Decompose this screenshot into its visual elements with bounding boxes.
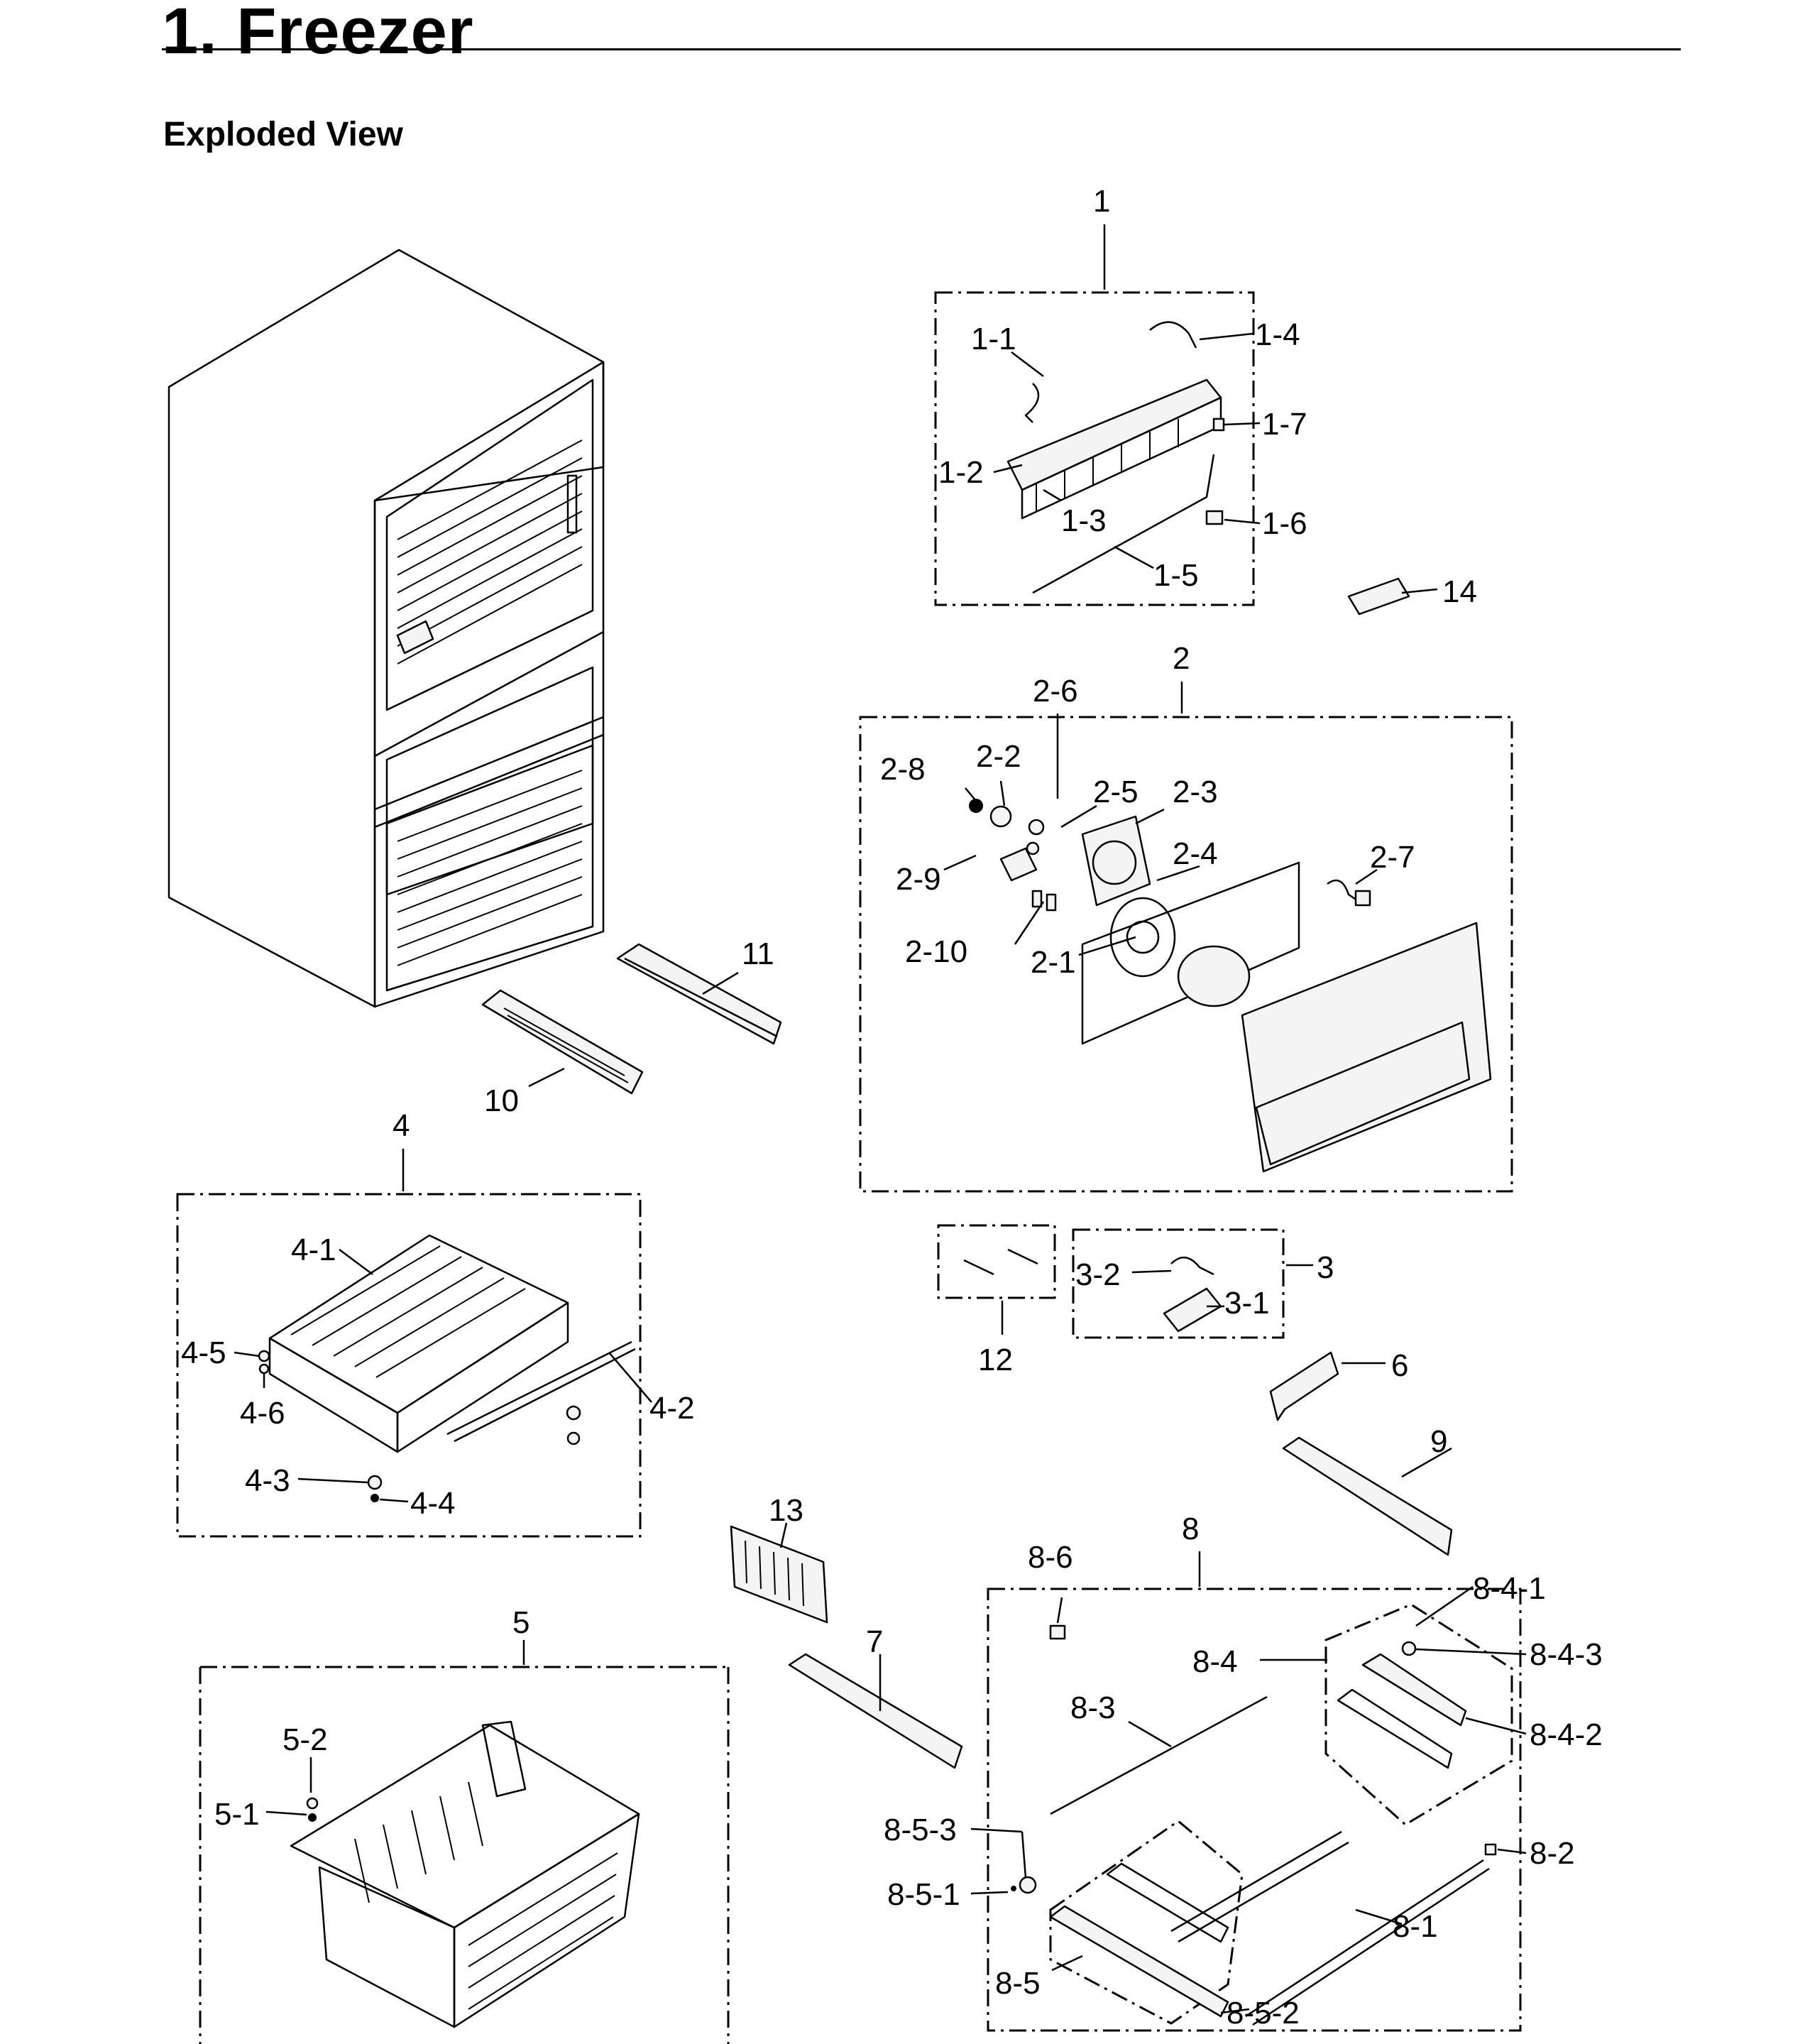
- callout-1: 1: [1093, 184, 1110, 219]
- callout-8-2: 8-2: [1530, 1836, 1575, 1871]
- callout-1-4: 1-4: [1255, 317, 1300, 352]
- part-5-basket: [290, 1720, 640, 2028]
- callout-8-1: 8-1: [1393, 1909, 1438, 1944]
- callout-2-7: 2-7: [1370, 840, 1415, 875]
- callout-2-3: 2-3: [1173, 775, 1218, 809]
- callout-1-2: 1-2: [938, 455, 984, 490]
- callout-2-8: 2-8: [880, 752, 926, 787]
- callout-8-6: 8-6: [1028, 1540, 1073, 1575]
- callout-8-4-1: 8-4-1: [1473, 1571, 1546, 1606]
- callout-8-3: 8-3: [1070, 1690, 1116, 1725]
- callout-labels: 1 1-1 1-2 1-3 1-4 1-5 1-6 1-7 14 2 2-6 2…: [181, 184, 1603, 2031]
- part-13-grille: [730, 1525, 828, 1624]
- callout-2-1: 2-1: [1031, 945, 1076, 980]
- callout-9: 9: [1430, 1424, 1447, 1459]
- part-9-cover: [1282, 1436, 1453, 1556]
- callout-8-4: 8-4: [1192, 1644, 1238, 1679]
- callout-2-6: 2-6: [1033, 674, 1078, 709]
- callout-1-3: 1-3: [1061, 503, 1107, 538]
- callout-3-1: 3-1: [1224, 1286, 1270, 1321]
- callout-7: 7: [866, 1624, 883, 1659]
- group-8-5-box: [1049, 1820, 1244, 2025]
- part-8-parts: [1011, 1624, 1497, 2026]
- part-6-bracket: [1269, 1351, 1339, 1421]
- callout-2-9: 2-9: [896, 862, 941, 897]
- part-4-drawer: [258, 1234, 636, 1502]
- callout-4-1: 4-1: [291, 1233, 336, 1267]
- group-8-4-box: [1324, 1603, 1513, 1826]
- callout-1-5: 1-5: [1153, 558, 1199, 593]
- cabinet-illustration: [168, 248, 605, 1008]
- group-5-box-partial: [199, 1666, 730, 2044]
- callout-8: 8: [1182, 1512, 1199, 1546]
- callout-4-3: 4-3: [245, 1463, 290, 1498]
- callout-5-2: 5-2: [282, 1722, 328, 1757]
- callout-1-6: 1-6: [1262, 506, 1307, 541]
- part-2-evap-cover: [969, 799, 1492, 1173]
- callout-10: 10: [484, 1083, 519, 1118]
- callout-5-1: 5-1: [214, 1797, 260, 1832]
- part-1-evaporator: [1006, 321, 1225, 594]
- callout-8-4-2: 8-4-2: [1530, 1717, 1603, 1752]
- callout-8-5-3: 8-5-3: [884, 1813, 957, 1847]
- group-4-box: [176, 1193, 642, 1538]
- callout-4-2: 4-2: [649, 1391, 695, 1426]
- callout-8-5-2: 8-5-2: [1227, 1996, 1300, 2031]
- callout-14: 14: [1442, 574, 1477, 609]
- part-10-cover: [481, 989, 644, 1095]
- callout-2-2: 2-2: [976, 739, 1021, 774]
- part-14: [1347, 577, 1410, 616]
- callout-13: 13: [769, 1493, 803, 1528]
- part-3-sensor: [1163, 1257, 1222, 1333]
- callout-12: 12: [978, 1343, 1013, 1377]
- callout-8-4-3: 8-4-3: [1530, 1637, 1603, 1672]
- callout-2-5: 2-5: [1093, 775, 1139, 809]
- section-subtitle: Exploded View: [163, 116, 403, 153]
- callout-3-2: 3-2: [1075, 1257, 1121, 1292]
- part-7-cover: [788, 1653, 963, 1769]
- part-11-rail: [616, 943, 782, 1045]
- callout-5: 5: [512, 1605, 530, 1640]
- group-8-box: [987, 1587, 1522, 2032]
- callout-6: 6: [1391, 1348, 1408, 1383]
- callout-2: 2: [1173, 641, 1190, 676]
- group-3-box: [1072, 1228, 1285, 1339]
- callout-4-6: 4-6: [240, 1396, 285, 1431]
- callout-2-10: 2-10: [905, 934, 967, 969]
- callout-1-7: 1-7: [1262, 407, 1307, 442]
- title-rule: [162, 48, 1681, 50]
- callout-8-5-1: 8-5-1: [887, 1877, 960, 1912]
- callout-4: 4: [393, 1108, 410, 1143]
- callout-3: 3: [1317, 1250, 1334, 1285]
- group-1-box: [934, 291, 1255, 606]
- callout-8-5: 8-5: [995, 1966, 1041, 2001]
- callout-4-4: 4-4: [410, 1486, 456, 1521]
- page-title: 1. Freezer: [162, 0, 474, 67]
- callout-11: 11: [742, 936, 774, 971]
- group-12-box: [937, 1224, 1056, 1299]
- callout-1-1: 1-1: [971, 322, 1016, 356]
- group-2-box: [859, 716, 1513, 1193]
- callout-4-5: 4-5: [181, 1335, 226, 1370]
- callout-2-4: 2-4: [1173, 836, 1218, 871]
